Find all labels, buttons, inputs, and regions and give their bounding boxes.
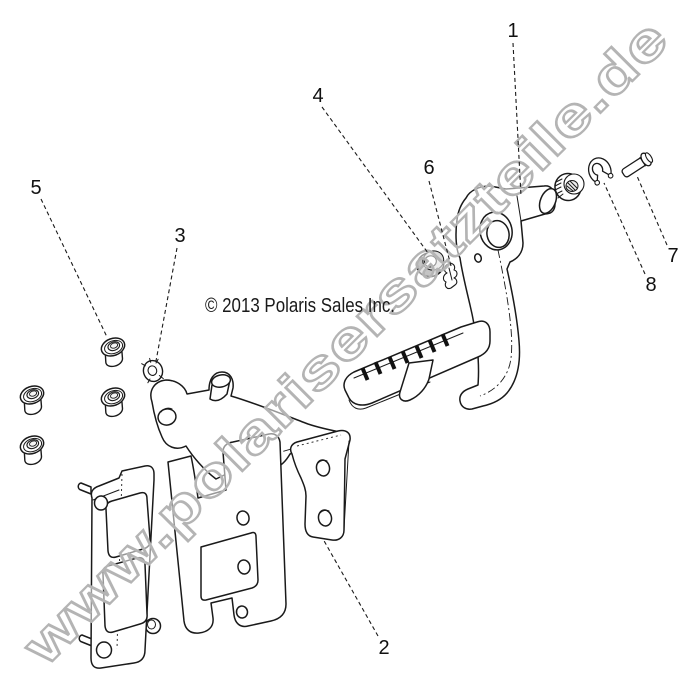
retainer-clip (442, 262, 458, 290)
bracket-right-flange (289, 429, 351, 541)
grommet (97, 384, 132, 420)
callout-number-8: 8 (645, 274, 656, 296)
callout-2: 2 (322, 538, 390, 659)
copyright-text: © 2013 Polaris Sales Inc. (205, 295, 395, 317)
callout-number-3: 3 (174, 225, 185, 247)
callout-1: 1 (507, 20, 522, 197)
pivot-bore-inner (486, 219, 510, 249)
flange-hole-upper (315, 459, 331, 477)
center-plate-hole-3 (235, 605, 249, 619)
flange-hole-lower (317, 509, 333, 527)
callout-7: 7 (636, 175, 679, 267)
brake-pedal (343, 185, 558, 410)
callout-6: 6 (423, 157, 452, 267)
pivot-tube-cap (538, 187, 558, 215)
callout-4: 4 (312, 85, 429, 254)
knurled-bushing (554, 172, 585, 202)
callout-number-6: 6 (423, 157, 434, 179)
callout-3: 3 (155, 225, 186, 362)
center-plate-hole-2 (237, 559, 251, 575)
pivot-pin (621, 152, 654, 178)
callout-number-1: 1 (507, 20, 518, 42)
pad-tread (360, 333, 450, 381)
center-plate-hole-1 (236, 510, 250, 526)
pedal-small-hole (473, 253, 483, 263)
grommet (16, 382, 51, 418)
bracket-center-plate (144, 433, 287, 635)
callouts: 1 2 3 4 5 6 7 8 (30, 20, 678, 659)
pivot-bushing (416, 250, 445, 278)
callout-8: 8 (603, 182, 657, 296)
grommet (97, 334, 132, 370)
pad-support-fin (398, 359, 434, 402)
mount-plate-cutout-lower (102, 556, 148, 634)
grommet-set (16, 334, 132, 468)
callout-number-7: 7 (667, 245, 678, 267)
callout-number-4: 4 (312, 85, 323, 107)
bracket-mount-plate (77, 465, 155, 669)
star-washer (141, 357, 164, 384)
bracket-post (209, 374, 232, 402)
pedal-foot-pad (343, 320, 491, 410)
e-clip (587, 157, 614, 186)
callout-5: 5 (30, 177, 108, 338)
callout-number-2: 2 (378, 637, 389, 659)
callout-number-5: 5 (30, 177, 41, 199)
grommet (16, 432, 51, 468)
pedal-bracket (77, 371, 351, 669)
